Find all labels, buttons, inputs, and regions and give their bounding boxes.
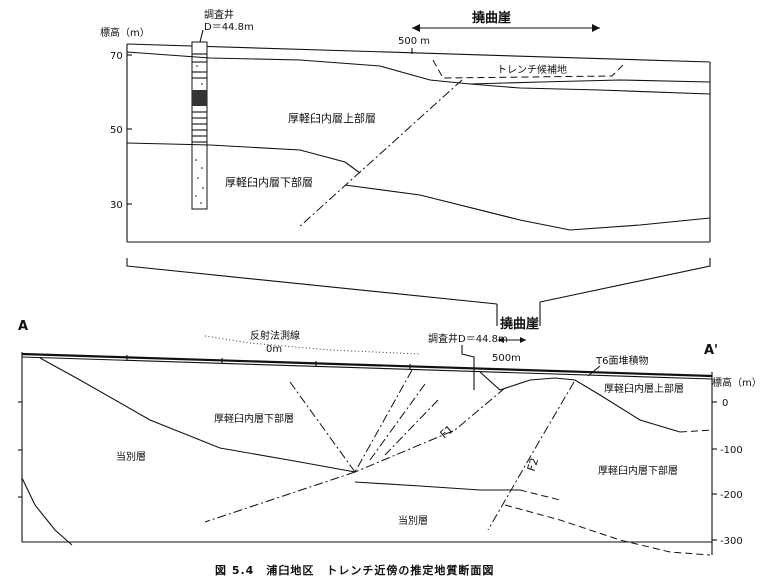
top-borehole-depth: D＝44.8m: [204, 22, 254, 33]
top-ground-surface: [126, 43, 711, 63]
zoom-bracket-left: [126, 258, 498, 305]
upper-layer-right-label: 厚軽臼内層上部層: [604, 382, 684, 395]
terrace-leader: [587, 365, 601, 377]
fault-left-1: [289, 381, 356, 473]
top-lower-boundary: [126, 142, 361, 174]
bottom-tick-label-0: 0: [722, 398, 728, 409]
bottom-tick-label-200: -200: [720, 490, 743, 501]
bottom-borehole-leader: [461, 345, 475, 390]
fault-f2: [487, 381, 575, 531]
bottom-flexure-label: 撓曲崖: [500, 316, 539, 332]
fold-boundary: [479, 371, 681, 433]
zero-label: 0m: [266, 344, 282, 355]
top-upper-boundary-2: [469, 83, 711, 95]
tobetsu-left-edge: [21, 477, 73, 546]
point-a-prime-label: A': [704, 343, 718, 358]
tobetsu-upper-boundary: [39, 357, 356, 473]
top-fault-line: [297, 79, 463, 229]
bottom-ground-surface-lower: [21, 356, 713, 380]
top-lower-layer-label: 厚軽臼内層下部層: [225, 175, 313, 189]
lower-dashed-boundary: [519, 489, 561, 501]
tobetsu-lower-label: 当別層: [398, 514, 428, 527]
bottom-section: A A' 標高（m） 0 -100 -200 -300 反射法測線 0m 調査: [18, 316, 760, 556]
top-borehole-label: 調査井: [204, 8, 234, 21]
bottom-tick-label-300: -300: [720, 536, 743, 547]
fault-f2-label: F2: [525, 456, 541, 473]
fault-left-4: [384, 399, 439, 456]
top-flexure-arrow-right-head: [592, 24, 600, 32]
top-axis-label: 標高（m）: [100, 26, 150, 39]
bottom-axis-label: 標高（m）: [712, 376, 760, 389]
tobetsu-upper-label: 当別層: [116, 450, 146, 463]
terrace-label: T6面堆積物: [595, 354, 648, 367]
fault-f1-label: F1: [438, 423, 457, 442]
bottom-tick-label-100: -100: [720, 445, 743, 456]
fault-left-3: [369, 383, 426, 461]
lower-layer-right-label: 厚軽臼内層下部層: [598, 464, 678, 477]
fold-boundary-dashed: [679, 429, 713, 433]
top-trench-outline: [432, 59, 625, 79]
top-base-boundary: [344, 184, 711, 231]
fault-left-2: [354, 369, 413, 473]
borehole-leader: [199, 29, 204, 43]
figure-caption: 図 5.4 浦臼地区 トレンチ近傍の推定地質断面図: [215, 563, 494, 577]
base-dashed-boundary: [504, 504, 711, 556]
top-upper-layer-label: 厚軽臼内層上部層: [288, 111, 376, 125]
top-distance-label: 500 m: [398, 36, 430, 47]
top-flexure-label: 撓曲崖: [472, 10, 511, 26]
top-tick-label-50: 50: [110, 125, 123, 136]
top-tick-label-30: 30: [110, 200, 123, 211]
seismic-line: [204, 335, 421, 355]
top-upper-boundary-1: [126, 51, 711, 85]
zoom-bracket-right: [539, 258, 711, 303]
fault-f1: [354, 387, 506, 473]
borehole-column: [191, 41, 208, 210]
top-section: 標高（m） 70 50 30 調査井 D＝44.8m 500 m: [100, 8, 711, 243]
top-flexure-arrow-left-head: [412, 24, 420, 32]
bottom-distance-label: 500m: [492, 353, 521, 364]
point-a-label: A: [18, 319, 28, 334]
tobetsu-lower-boundary: [354, 481, 520, 491]
bottom-ground-surface: [21, 352, 713, 378]
bottom-borehole-label: 調査井D＝44.8m: [428, 332, 508, 345]
top-trench-label: トレンチ候補地: [497, 63, 567, 76]
seismic-line-label: 反射法測線: [250, 329, 300, 342]
lower-layer-left-label: 厚軽臼内層下部層: [214, 412, 294, 425]
fault-left-5: [204, 471, 356, 523]
top-tick-label-70: 70: [110, 51, 123, 62]
